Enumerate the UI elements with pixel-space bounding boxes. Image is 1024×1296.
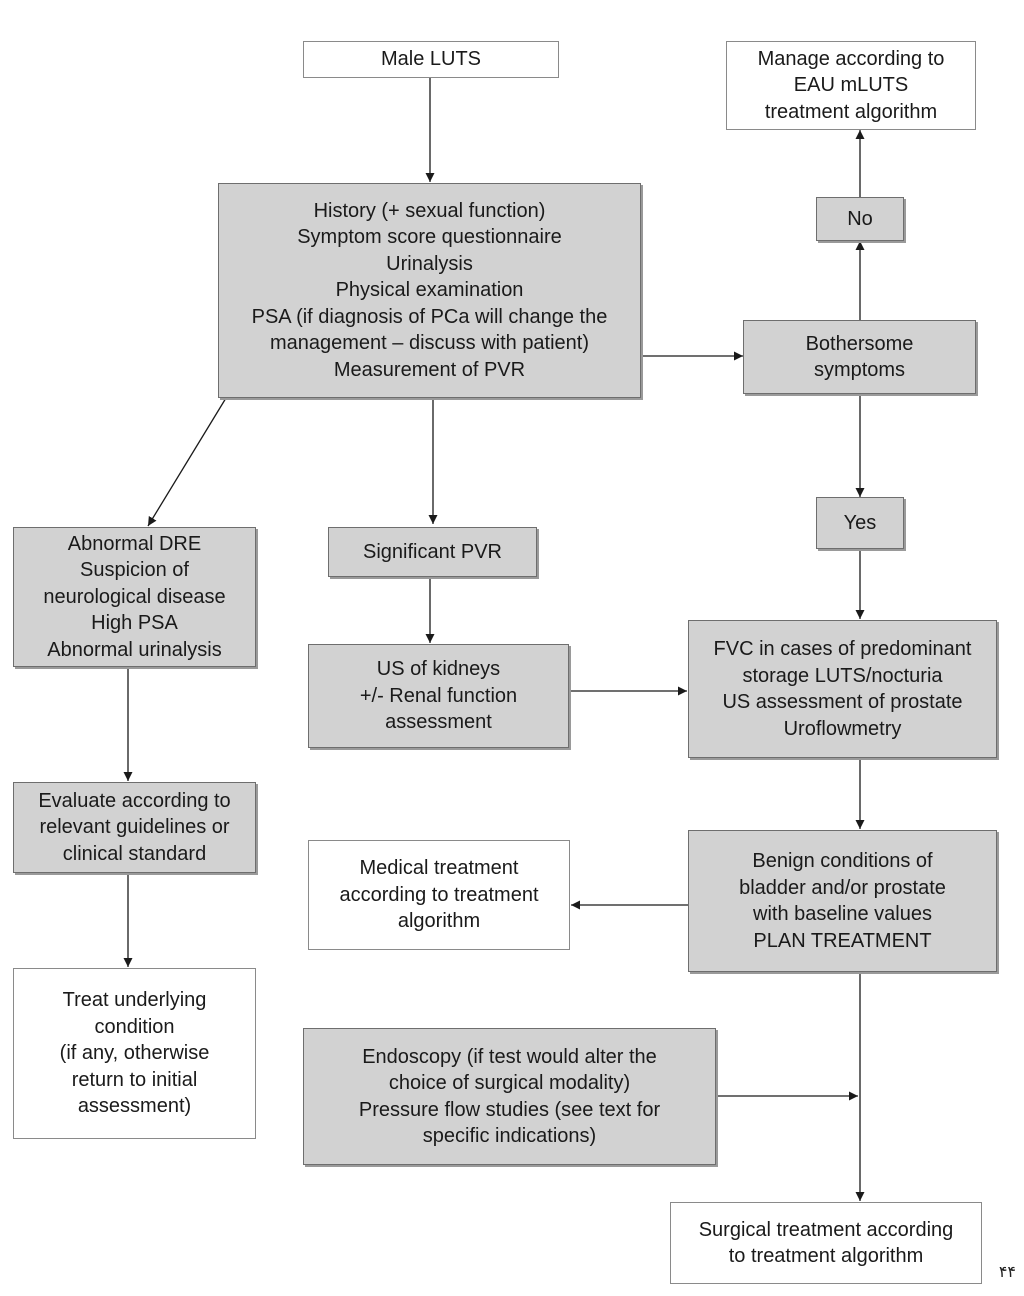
node-history-line-6: management – discuss with patient)	[269, 332, 590, 355]
node-treat-underlying-line-5: assessment)	[77, 1095, 192, 1118]
node-history-line-3: Urinalysis	[386, 252, 473, 275]
node-history-line-7: Measurement of PVR	[333, 358, 526, 381]
node-us-kidneys-line-3: assessment	[385, 711, 492, 734]
node-treat-underlying-line-1: Treat underlying	[62, 989, 207, 1012]
node-medical-treatment-line-3: algorithm	[397, 910, 481, 933]
node-abnormal-line-5: Abnormal urinalysis	[47, 638, 222, 661]
node-treat-underlying: Treat underlying condition (if any, otherw…	[13, 968, 256, 1139]
node-endoscopy-line-3: Pressure flow studies (see text for	[358, 1098, 661, 1121]
node-benign: Benign conditions of bladder and/or prost…	[688, 830, 997, 972]
node-bothersome-line-2: symptoms	[813, 359, 906, 381]
node-bothersome: Bothersome symptoms	[743, 320, 976, 394]
node-abnormal: Abnormal DRE Suspicion of neurological dis…	[13, 527, 256, 667]
node-history-line-5: PSA (if diagnosis of PCa will change the	[251, 305, 608, 328]
node-benign-line-2: bladder and/or prostate	[739, 876, 946, 899]
node-fvc-line-3: US assessment of prostate	[722, 691, 963, 713]
node-abnormal-line-3: neurological disease	[43, 585, 226, 608]
node-significant-pvr-line-1: Significant PVR	[363, 540, 502, 563]
node-history-line-2: Symptom score questionnaire	[297, 226, 562, 249]
node-endoscopy-line-2: choice of surgical modality)	[388, 1072, 631, 1094]
node-manage-eau-line-2: EAU mLUTS	[793, 74, 909, 97]
node-medical-treatment: Medical treatment according to treatment a…	[308, 840, 570, 950]
arrow-history-to-abnormal	[147, 397, 227, 527]
node-endoscopy-line-4: specific indications)	[422, 1125, 597, 1147]
node-surgical-treatment: Surgical treatment according to treatment…	[670, 1202, 982, 1284]
node-evaluate: Evaluate according to relevant guidelines…	[13, 782, 256, 873]
node-fvc-line-4: Uroflowmetry	[783, 717, 902, 740]
node-endoscopy-line-1: Endoscopy (if test would alter the	[362, 1045, 657, 1068]
node-us-kidneys-line-2: +/- Renal function	[359, 684, 518, 707]
node-fvc-line-2: storage LUTS/nocturia	[742, 664, 943, 687]
node-no: No	[816, 197, 904, 241]
node-history: History (+ sexual function) Symptom score…	[218, 183, 641, 398]
node-significant-pvr: Significant PVR	[328, 527, 537, 577]
node-manage-eau-line-1: Manage according to	[757, 47, 945, 70]
node-yes: Yes	[816, 497, 904, 549]
node-bothersome-line-1: Bothersome	[805, 332, 914, 355]
node-evaluate-line-2: relevant guidelines or	[39, 816, 230, 839]
node-us-kidneys-line-1: US of kidneys	[376, 658, 501, 681]
node-manage-eau-line-3: treatment algorithm	[764, 100, 938, 123]
node-medical-treatment-line-2: according to treatment	[339, 883, 539, 906]
node-treat-underlying-line-3: (if any, otherwise	[59, 1042, 210, 1065]
node-no-line-1: No	[847, 207, 873, 230]
node-history-line-1: History (+ sexual function)	[313, 199, 546, 222]
node-history-line-4: Physical examination	[335, 279, 524, 302]
node-manage-eau: Manage according to EAU mLUTS treatment al…	[726, 41, 976, 130]
node-evaluate-line-1: Evaluate according to	[38, 789, 231, 812]
node-treat-underlying-line-2: condition	[94, 1015, 175, 1038]
node-male-luts-line-1: Male LUTS	[380, 48, 482, 71]
node-surgical-treatment-line-2: to treatment algorithm	[728, 1245, 924, 1267]
node-benign-line-1: Benign conditions of	[752, 850, 933, 872]
node-benign-line-3: with baseline values	[753, 903, 932, 925]
node-yes-line-1: Yes	[843, 511, 877, 534]
node-fvc: FVC in cases of predominant storage LUTS/…	[688, 620, 997, 758]
node-evaluate-line-3: clinical standard	[62, 842, 207, 865]
node-endoscopy: Endoscopy (if test would alter the choice…	[303, 1028, 716, 1165]
node-abnormal-line-2: Suspicion of	[80, 559, 189, 582]
node-male-luts: Male LUTS	[303, 41, 559, 78]
node-treat-underlying-line-4: return to initial	[71, 1068, 198, 1091]
node-us-kidneys: US of kidneys +/- Renal function assessmen…	[308, 644, 569, 748]
node-medical-treatment-line-1: Medical treatment	[359, 857, 519, 880]
node-abnormal-line-4: High PSA	[91, 612, 178, 635]
node-benign-line-4: PLAN TREATMENT	[753, 929, 932, 952]
node-abnormal-line-1: Abnormal DRE	[67, 532, 202, 555]
node-fvc-line-1: FVC in cases of predominant	[713, 638, 972, 660]
page-number: ۴۴	[998, 1264, 1016, 1281]
node-surgical-treatment-line-1: Surgical treatment according	[698, 1218, 954, 1241]
